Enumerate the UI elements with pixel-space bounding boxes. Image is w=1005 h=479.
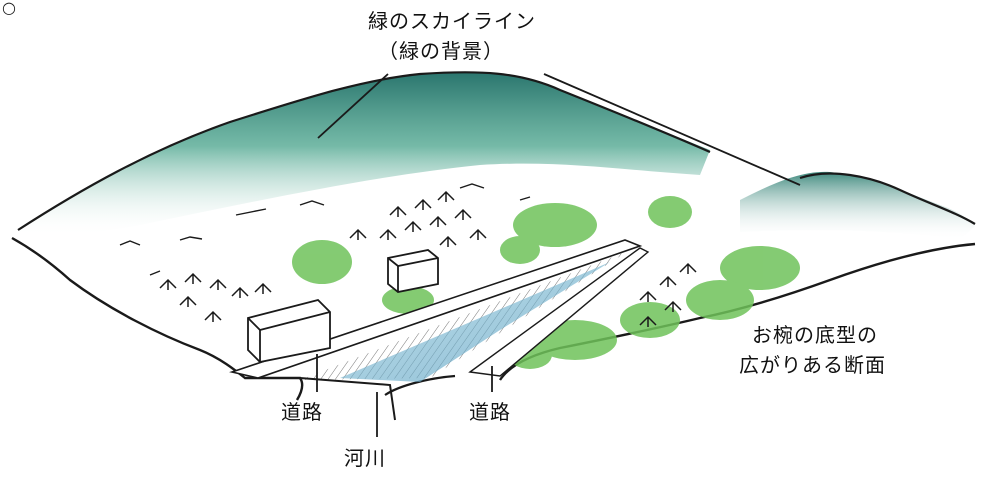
- bowl-bottom: [384, 374, 456, 396]
- sketch-strokes: [119, 183, 531, 276]
- main-mountain: [18, 72, 710, 237]
- ground-left-outline: [11, 236, 304, 401]
- river-hatch: [300, 250, 630, 380]
- label-wide-cross-section: 広がりある断面: [739, 353, 886, 377]
- right-hill-line: [799, 172, 976, 225]
- label-green-background: （緑の背景）: [378, 39, 504, 63]
- label-river: 河川: [344, 446, 386, 470]
- leader-skyline-right: [543, 73, 801, 186]
- leader-skyline: [317, 73, 389, 139]
- building-left: [247, 299, 331, 363]
- label-green-skyline: 緑のスカイライン: [368, 9, 536, 33]
- road-strip-right: [468, 247, 650, 377]
- label-road-right: 道路: [469, 400, 511, 424]
- tree-marks: [159, 190, 697, 327]
- greenery: [292, 196, 800, 369]
- river-edge: [299, 377, 396, 421]
- leader-lines: [316, 73, 801, 437]
- skyline-line: [17, 71, 711, 231]
- right-hill: [740, 171, 975, 240]
- river: [340, 262, 610, 382]
- road-strip: [229, 239, 643, 379]
- label-road-left: 道路: [281, 400, 323, 424]
- bullet-mark: ○: [2, 0, 16, 17]
- label-bowl-shape: お椀の底型の: [752, 323, 878, 347]
- building-center: [387, 249, 439, 293]
